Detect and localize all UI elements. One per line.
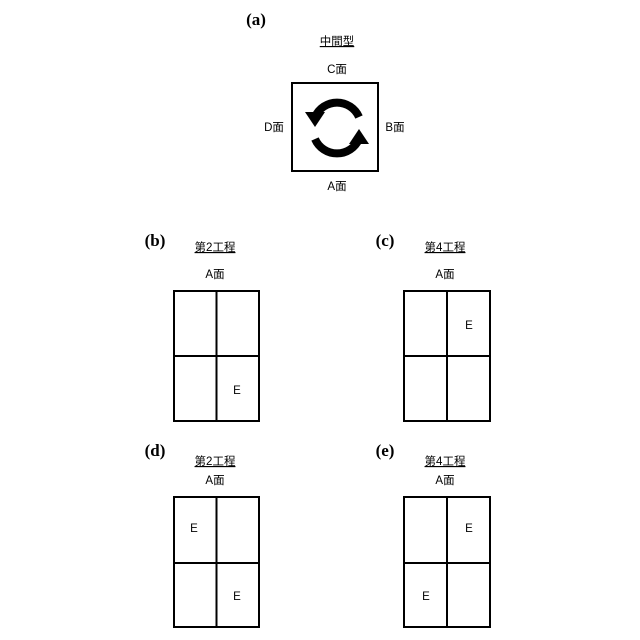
panel-d-title: 第2工程: [195, 454, 236, 468]
panel-e: (e) 第4工程 A面 E E: [376, 441, 490, 627]
panel-d-mark-bottom-right: E: [233, 591, 241, 603]
panel-b-face: A面: [205, 269, 224, 281]
panel-b-mark-bottom-right: E: [233, 385, 241, 397]
panel-c-title: 第4工程: [425, 240, 466, 254]
panel-e-mark-bottom-left: E: [422, 591, 430, 603]
panel-d-label: (d): [145, 441, 166, 460]
panel-e-mark-top-right: E: [465, 523, 473, 535]
panel-b: (b) 第2工程 A面 E: [145, 231, 259, 421]
panel-a-label: (a): [246, 10, 266, 29]
face-label-left: D面: [264, 122, 284, 134]
panel-a-title: 中間型: [320, 34, 355, 48]
face-label-right: B面: [385, 122, 404, 134]
panel-d-mark-top-left: E: [190, 523, 198, 535]
panel-e-label: (e): [376, 441, 395, 460]
panel-a: (a) 中間型 C面 D面 B面 A面: [246, 10, 405, 193]
panel-e-face: A面: [435, 475, 454, 487]
workpiece-square: [292, 83, 378, 171]
panel-b-title: 第2工程: [195, 240, 236, 254]
face-label-top: C面: [327, 64, 347, 76]
panel-c: (c) 第4工程 A面 E: [376, 231, 490, 421]
panel-d: (d) 第2工程 A面 E E: [145, 441, 259, 627]
panel-d-face: A面: [205, 475, 224, 487]
panel-c-mark-top-right: E: [465, 320, 473, 332]
panel-c-label: (c): [376, 231, 395, 250]
face-label-bottom: A面: [327, 181, 346, 193]
panel-e-title: 第4工程: [425, 454, 466, 468]
panel-c-face: A面: [435, 269, 454, 281]
panel-b-label: (b): [145, 231, 166, 250]
